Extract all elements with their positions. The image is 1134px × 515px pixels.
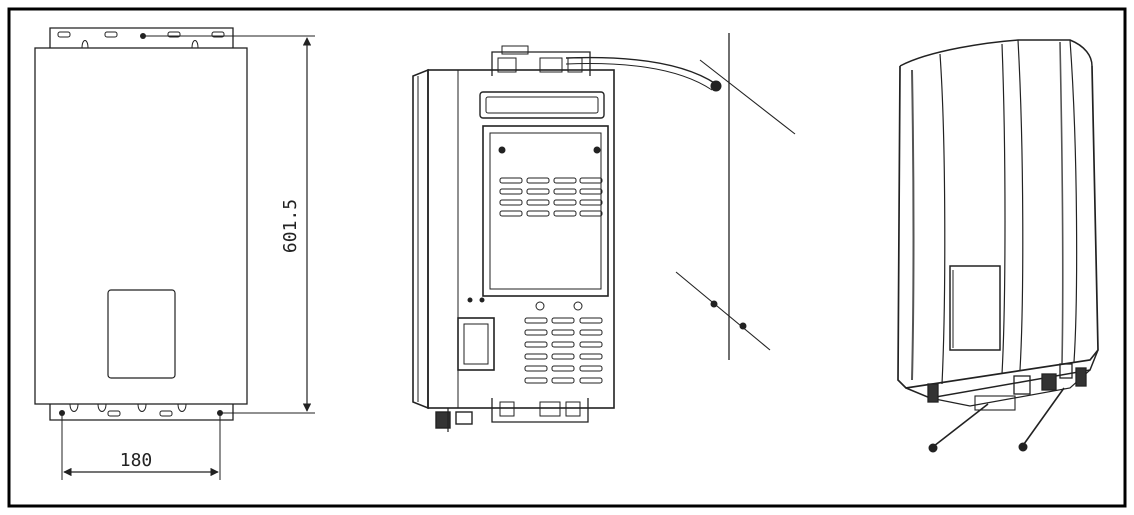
front-view: 601.5 180 [34, 27, 315, 480]
height-dimension-label: 601.5 [280, 199, 301, 253]
wall-screw-icon [710, 80, 722, 92]
diagram-border [7, 7, 1127, 508]
mounting-screw-right-icon [1018, 442, 1028, 452]
mounting-screw-left-icon [928, 443, 938, 453]
perspective-view [897, 39, 1099, 453]
rear-view [412, 45, 717, 432]
width-dimension-label: 180 [120, 450, 153, 471]
wall-mount-guides [675, 33, 796, 360]
